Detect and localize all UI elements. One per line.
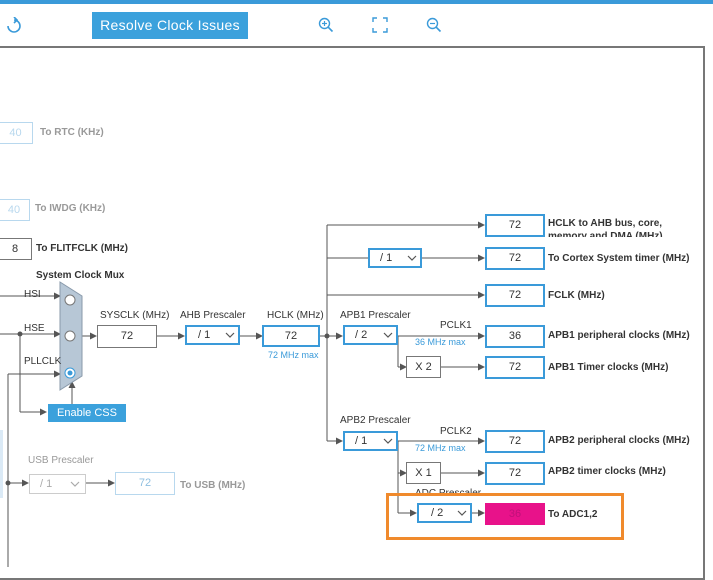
apb2-prescaler-label: APB2 Prescaler (340, 415, 411, 426)
adc-highlight-frame (386, 493, 624, 540)
hclk-value[interactable]: 72 (262, 325, 320, 347)
toolbar: Resolve Clock Issues (0, 4, 713, 46)
enable-css-button[interactable]: Enable CSS (48, 404, 126, 422)
top-accent-bar (0, 0, 713, 4)
chevron-down-icon (383, 438, 393, 444)
adc-prescaler-label: ADC Prescaler (415, 488, 482, 499)
flitf-value-box: 8 (0, 238, 32, 260)
mux-radio-hsi[interactable] (63, 293, 77, 307)
chevron-down-icon (70, 481, 80, 487)
ahb-prescaler-value: / 1 (198, 329, 211, 341)
mux-input-pllclk: PLLCLK (24, 356, 62, 367)
sysclk-value[interactable]: 72 (97, 325, 157, 348)
apb2-peripheral-output-value[interactable]: 72 (485, 430, 545, 453)
sysclk-label: SYSCLK (MHz) (100, 310, 170, 321)
ahb-prescaler-select[interactable]: / 1 (185, 325, 240, 345)
fclk-output-label: FCLK (MHz) (548, 290, 605, 301)
mux-radio-pllclk[interactable] (63, 366, 77, 380)
apb1-peripheral-output-label: APB1 peripheral clocks (MHz) (548, 330, 690, 341)
chevron-down-icon (407, 255, 417, 261)
hclk-max: 72 MHz max (268, 350, 319, 360)
mux-input-hsi: HSI (24, 289, 41, 300)
apb1-max: 36 MHz max (415, 337, 466, 347)
usb-output-label: To USB (MHz) (180, 480, 246, 491)
apb2-peripheral-output-label: APB2 peripheral clocks (MHz) (548, 435, 690, 446)
usb-prescaler-value: / 1 (40, 478, 53, 490)
iwdg-value-box: 40 (0, 199, 30, 221)
apb2-timer-output-value[interactable]: 72 (485, 462, 545, 485)
clock-tree-wires (0, 221, 485, 567)
pclk2-label: PCLK2 (440, 426, 472, 437)
fclk-output-value[interactable]: 72 (485, 284, 545, 307)
cortex-prescaler-value: / 1 (380, 252, 393, 264)
usb-output-value[interactable]: 72 (115, 472, 175, 495)
chevron-down-icon (383, 332, 393, 338)
flitf-label: To FLITFCLK (MHz) (36, 243, 129, 254)
refresh-icon[interactable] (4, 17, 22, 35)
adc-prescaler-value: / 2 (431, 507, 444, 519)
apb2-prescaler-value: / 1 (355, 435, 368, 447)
zoom-out-icon[interactable] (426, 17, 442, 33)
apb1-timer-output-value[interactable]: 72 (485, 356, 545, 379)
usb-prescaler-select[interactable]: / 1 (29, 474, 86, 494)
apb2-timer-multiplier: X 1 (406, 462, 441, 484)
adc-prescaler-select[interactable]: / 2 (417, 503, 472, 523)
adc-output-value[interactable]: 36 (485, 503, 545, 525)
rtc-label: To RTC (KHz) (40, 127, 104, 138)
fit-screen-icon[interactable] (372, 17, 388, 33)
apb1-timer-output-label: APB1 Timer clocks (MHz) (548, 362, 669, 373)
cortex-timer-output-label: To Cortex System timer (MHz) (548, 253, 690, 264)
apb1-timer-multiplier: X 2 (406, 356, 441, 378)
chevron-down-icon (225, 332, 235, 338)
resolve-clock-issues-button[interactable]: Resolve Clock Issues (92, 12, 248, 39)
pclk1-label: PCLK1 (440, 320, 472, 331)
zoom-in-icon[interactable] (318, 17, 334, 33)
adc-output-label: To ADC1,2 (548, 509, 598, 520)
iwdg-label: To IWDG (KHz) (35, 203, 106, 214)
mux-input-hse: HSE (24, 323, 45, 334)
apb1-prescaler-select[interactable]: / 2 (343, 325, 398, 345)
apb2-timer-output-label: APB2 timer clocks (MHz) (548, 466, 666, 477)
apb1-peripheral-output-value[interactable]: 36 (485, 325, 545, 348)
hclk-label: HCLK (MHz) (267, 310, 324, 321)
apb2-max: 72 MHz max (415, 443, 466, 453)
cortex-timer-output-value[interactable]: 72 (485, 247, 545, 270)
ahb-prescaler-label: AHB Prescaler (180, 310, 246, 321)
apb1-prescaler-value: / 2 (355, 329, 368, 341)
hclk-ahb-output-value[interactable]: 72 (485, 214, 545, 237)
chevron-down-icon (457, 510, 467, 516)
mux-radio-hse[interactable] (63, 329, 77, 343)
apb1-prescaler-label: APB1 Prescaler (340, 310, 411, 321)
rtc-value-box: 40 (0, 122, 33, 144)
usb-prescaler-label: USB Prescaler (28, 455, 94, 466)
system-clock-mux-title: System Clock Mux (36, 270, 125, 281)
cortex-prescaler-select[interactable]: / 1 (368, 248, 422, 268)
left-side-strip (0, 430, 3, 498)
apb2-prescaler-select[interactable]: / 1 (343, 431, 398, 451)
system-clock-mux (59, 281, 83, 391)
hclk-ahb-output-label: HCLK to AHB bus, core, memory and DMA (M… (548, 218, 663, 237)
